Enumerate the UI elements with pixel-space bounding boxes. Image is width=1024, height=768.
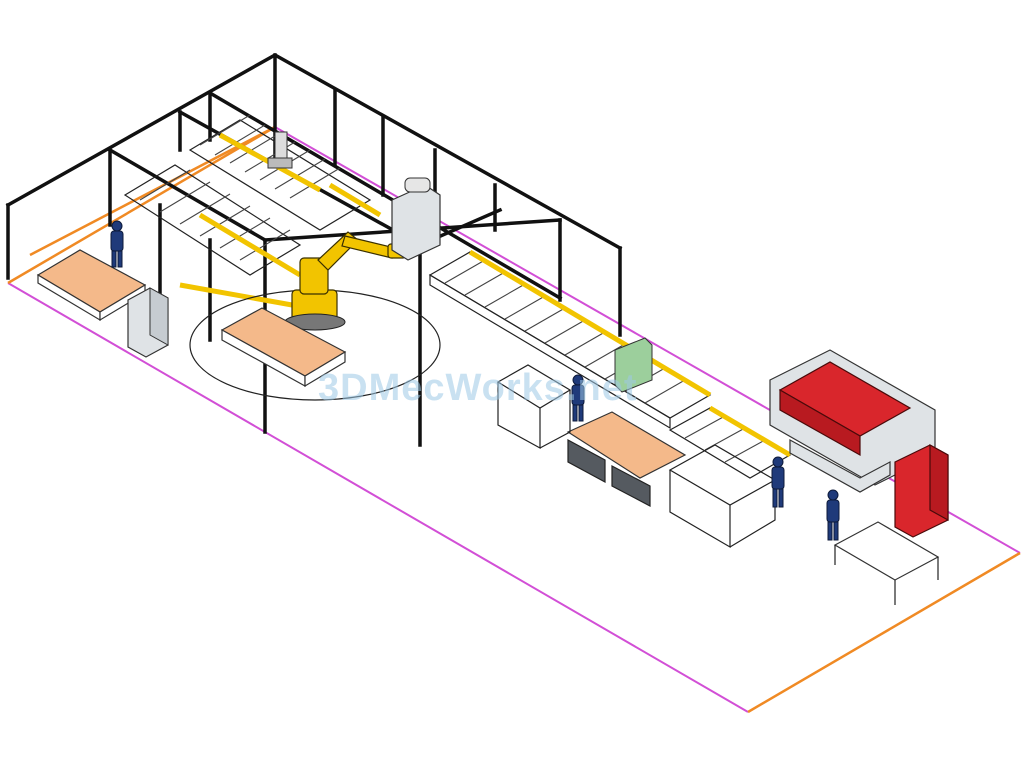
operator-figure-icon bbox=[571, 374, 585, 422]
robot-cell-table bbox=[220, 307, 347, 388]
middle-workbench bbox=[566, 411, 687, 507]
frame-cart bbox=[496, 364, 572, 450]
watermark-text: 3DMecWorks.net bbox=[318, 367, 638, 409]
safety-fence bbox=[5, 52, 623, 447]
control-cabinet-icon bbox=[127, 287, 169, 358]
left-workbench bbox=[36, 249, 147, 322]
spot-welder bbox=[614, 337, 653, 393]
operator-figure-icon bbox=[771, 456, 785, 508]
press-brake-icon bbox=[769, 349, 949, 538]
operator-figure-icon bbox=[826, 489, 840, 541]
control-cabinet-icon bbox=[391, 177, 441, 261]
roller-conveyor-line bbox=[428, 249, 712, 430]
operator-figure-icon bbox=[110, 220, 124, 268]
right-workbench bbox=[833, 521, 940, 605]
roller-conveyor-upper bbox=[123, 114, 382, 313]
robot-arm-icon bbox=[284, 231, 407, 331]
robot-arm-icon bbox=[267, 131, 293, 169]
frame-cart bbox=[668, 444, 777, 549]
